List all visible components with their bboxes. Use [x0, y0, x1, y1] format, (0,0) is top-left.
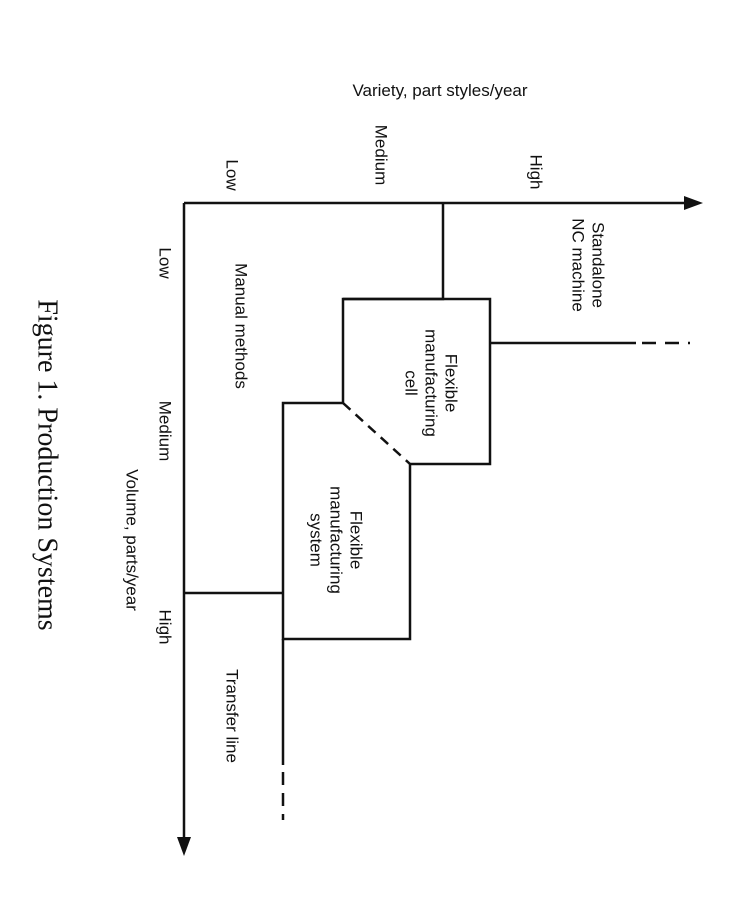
region-label-line: Standalone — [589, 222, 608, 308]
volume-tick-high: High — [156, 610, 175, 645]
variety-tick-low: Low — [223, 159, 242, 191]
region-label-manual: Manual methods — [232, 263, 251, 389]
figure-caption: Figure 1. Production Systems — [32, 299, 63, 630]
volume-tick-low: Low — [156, 247, 175, 279]
volume-axis-arrowhead — [177, 837, 191, 856]
volume-tick-medium: Medium — [156, 401, 175, 461]
region-label-line: Flexible — [347, 511, 366, 570]
system-boundary — [281, 401, 412, 641]
variety-axis-title: Variety, part styles/year — [352, 81, 527, 100]
volume-axis-title: Volume, parts/year — [123, 469, 142, 611]
region-label-line: Flexible — [442, 354, 461, 413]
axes — [177, 196, 703, 856]
variety-tick-high: High — [527, 155, 546, 190]
region-label-system: Flexible manufacturing system — [307, 486, 366, 594]
region-boundaries — [184, 203, 690, 820]
variety-axis-arrowhead — [684, 196, 703, 210]
region-label-line: NC machine — [569, 218, 588, 312]
variety-tick-medium: Medium — [372, 125, 391, 185]
region-label-transfer: Transfer line — [223, 669, 242, 763]
region-label-line: manufacturing — [327, 486, 346, 594]
cell-boundary — [343, 297, 492, 466]
region-label-standalone: Standalone NC machine — [569, 218, 608, 312]
region-label-cell: Flexible manufacturing cell — [402, 329, 461, 437]
region-label-line: system — [307, 513, 326, 567]
region-label-line: manufacturing — [422, 329, 441, 437]
region-label-line: cell — [402, 370, 421, 396]
cell-system-dashed-divider — [342, 402, 411, 465]
